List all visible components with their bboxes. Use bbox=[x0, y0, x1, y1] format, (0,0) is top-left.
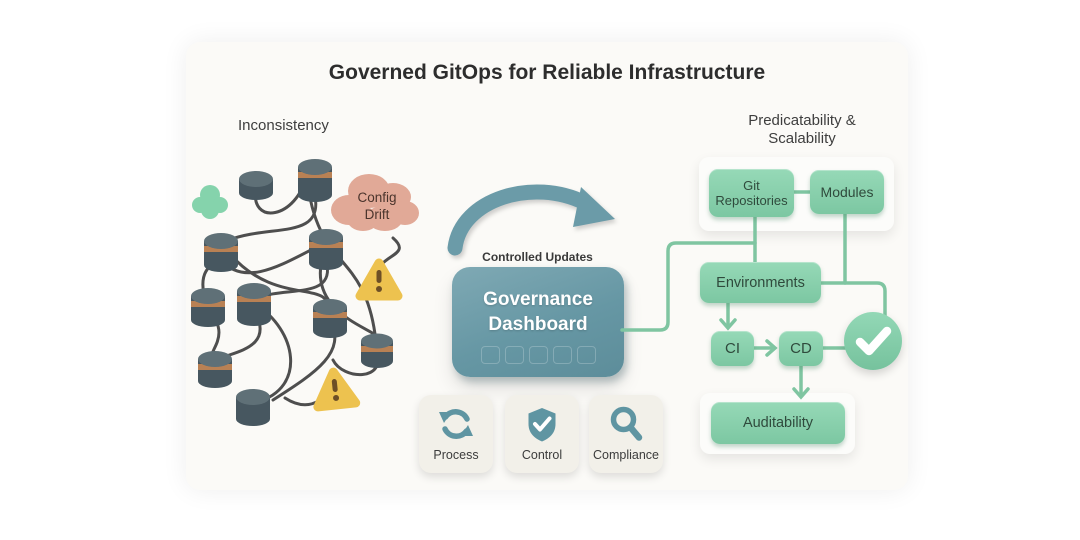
checkmark-icon bbox=[855, 326, 892, 356]
process-card-label: Process bbox=[433, 448, 479, 462]
git-node-line1: Git bbox=[743, 178, 760, 193]
modules-node: Modules bbox=[810, 170, 884, 214]
arrowhead-right bbox=[765, 339, 778, 357]
database-icon bbox=[313, 299, 347, 338]
config-drift-label: Config Drift bbox=[339, 189, 415, 223]
cd-node: CD bbox=[779, 331, 823, 366]
green-cloud-icon bbox=[192, 185, 228, 219]
environments-node: Environments bbox=[700, 262, 821, 303]
config-drift-line2: Drift bbox=[364, 207, 390, 222]
dashboard-title-line2: Dashboard bbox=[488, 314, 588, 335]
compliance-card: Compliance bbox=[589, 395, 663, 473]
warning-triangle-icon bbox=[355, 258, 403, 301]
dashboard-ghost-tiles bbox=[480, 346, 596, 364]
magnifier-icon bbox=[610, 406, 643, 441]
ghost-tile bbox=[504, 346, 524, 364]
arrowhead-down bbox=[719, 318, 737, 331]
database-icon bbox=[361, 333, 393, 368]
auditability-node: Auditability bbox=[711, 402, 845, 444]
process-card: Process bbox=[419, 395, 493, 473]
database-icon bbox=[204, 233, 238, 272]
database-cylinders bbox=[191, 159, 393, 426]
database-icon bbox=[191, 288, 225, 327]
success-check-badge bbox=[844, 312, 902, 370]
diagram-title: Governed GitOps for Reliable Infrastruct… bbox=[328, 61, 766, 84]
ghost-tile bbox=[528, 346, 548, 364]
warning-triangle-icon bbox=[313, 367, 361, 412]
ghost-tile bbox=[576, 346, 596, 364]
predictability-label-line2: Scalability bbox=[768, 130, 836, 147]
dashboard-title-line1: Governance bbox=[483, 289, 593, 310]
compliance-card-label: Compliance bbox=[592, 448, 659, 462]
control-card-label: Control bbox=[521, 448, 563, 462]
database-icon bbox=[239, 171, 273, 200]
tangled-infrastructure-illustration bbox=[191, 159, 419, 426]
predictability-label: Predicatability & Scalability bbox=[740, 112, 864, 148]
curved-arrow-icon bbox=[447, 184, 615, 256]
inconsistency-label: Inconsistency bbox=[238, 117, 329, 134]
ghost-tile bbox=[552, 346, 572, 364]
flowchart-connectors bbox=[620, 190, 887, 400]
database-icon bbox=[309, 229, 343, 270]
database-icon bbox=[198, 351, 232, 388]
cycle-arrows-icon bbox=[439, 409, 473, 439]
governance-dashboard-box: Governance Dashboard bbox=[452, 267, 624, 377]
database-icon bbox=[236, 389, 270, 426]
git-node-line2: Repositories bbox=[715, 193, 788, 208]
shield-check-icon bbox=[528, 408, 556, 442]
config-drift-cloud bbox=[331, 174, 419, 231]
dashboard-to-flow-connector bbox=[620, 241, 757, 332]
ghost-tile bbox=[480, 346, 500, 364]
database-icon bbox=[237, 283, 271, 326]
config-drift-line1: Config bbox=[357, 190, 397, 205]
environments-to-check-connector bbox=[818, 281, 887, 318]
database-icon bbox=[298, 159, 332, 202]
ci-node: CI bbox=[711, 331, 754, 366]
git-repositories-node: Git Repositories bbox=[709, 169, 794, 217]
control-card: Control bbox=[505, 395, 579, 473]
controlled-updates-label: Controlled Updates bbox=[482, 250, 593, 264]
predictability-label-line1: Predicatability & bbox=[748, 112, 856, 129]
arrowhead-down bbox=[792, 387, 810, 400]
